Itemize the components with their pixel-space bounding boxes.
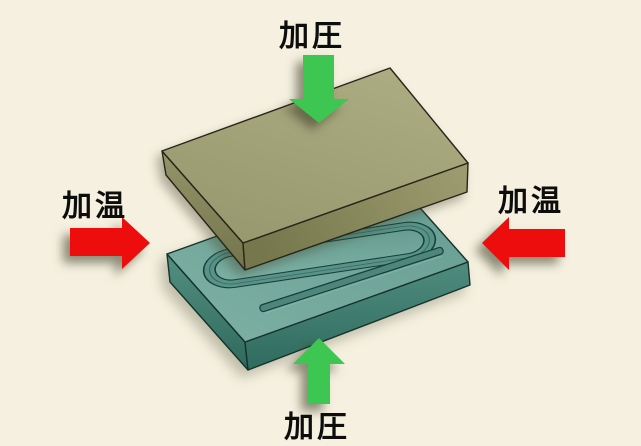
upper-mold-plate [161,67,469,271]
pressure-label-top: 加圧 [279,20,345,53]
arrow-right-icon [70,217,150,269]
pressure-label-bottom: 加圧 [284,411,350,444]
arrow-left-icon [482,217,565,270]
arrow-up-icon [293,338,345,404]
heat-label-left: 加温 [62,190,128,223]
arrow-down-icon [289,55,349,123]
heat-label-right: 加温 [498,185,564,218]
mold-cavity-groove-ring [202,221,437,289]
overflow-slot-groove [259,246,444,314]
